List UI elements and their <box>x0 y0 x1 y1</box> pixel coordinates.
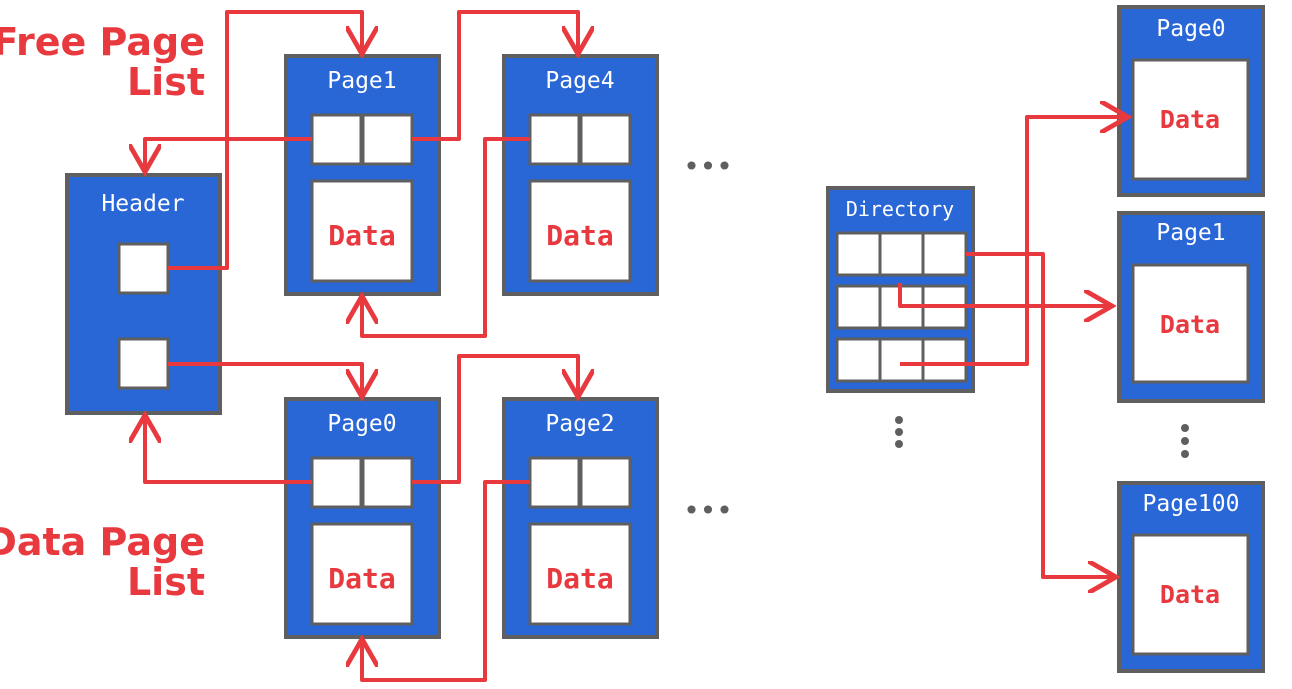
data-page-1: Page0 Data <box>284 397 441 639</box>
svg-text:List: List <box>127 60 205 104</box>
free-page-2: Page4 Data <box>502 54 659 296</box>
svg-text:Page4: Page4 <box>545 68 614 94</box>
free-page-list-label: Free Page List <box>0 20 205 104</box>
header-free-pointer-cell <box>117 242 170 295</box>
header-data-pointer-cell <box>117 337 170 390</box>
svg-text:Data: Data <box>1160 105 1220 134</box>
svg-text:Data: Data <box>546 562 613 595</box>
directory-block: Directory <box>826 186 975 393</box>
data-list-ellipsis: ••• <box>683 494 733 527</box>
directory-page-100: Page100 Data <box>1117 481 1265 673</box>
data-page-2: Page2 Data <box>502 397 659 639</box>
header-title: Header <box>101 191 184 217</box>
svg-text:Page0: Page0 <box>1156 16 1225 42</box>
free-page-1: Page1 Data <box>284 54 441 296</box>
header-block: Header <box>65 173 222 415</box>
svg-text:Page1: Page1 <box>327 68 396 94</box>
svg-text:Page100: Page100 <box>1143 491 1240 517</box>
svg-text:Data: Data <box>1160 310 1220 339</box>
svg-text:Data: Data <box>1160 580 1220 609</box>
directory-arrows <box>898 117 1124 577</box>
data-page-list-label: Data Page List <box>0 520 205 604</box>
svg-text:Page2: Page2 <box>545 411 614 437</box>
svg-text:Page0: Page0 <box>327 411 396 437</box>
directory-vertical-ellipsis <box>895 416 903 448</box>
svg-text:Data: Data <box>328 219 395 252</box>
svg-text:Directory: Directory <box>846 197 954 221</box>
free-list-ellipsis: ••• <box>683 150 733 183</box>
svg-text:Data: Data <box>546 219 613 252</box>
svg-text:List: List <box>127 560 205 604</box>
svg-text:Data Page: Data Page <box>0 520 205 564</box>
directory-page-1: Page1 Data <box>1117 211 1265 403</box>
svg-text:Data: Data <box>328 562 395 595</box>
pages-vertical-ellipsis <box>1181 424 1189 458</box>
linked-list-arrows <box>145 10 578 682</box>
svg-text:Page1: Page1 <box>1156 220 1225 246</box>
directory-page-0: Page0 Data <box>1117 5 1265 197</box>
svg-text:Free Page: Free Page <box>0 20 205 64</box>
